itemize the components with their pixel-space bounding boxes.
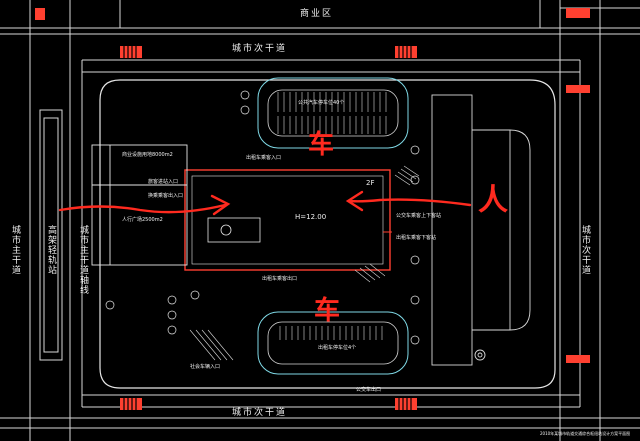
south-road-label: 城市次干道 xyxy=(232,408,288,418)
taxi-lot-label: 出租车停车位4个 xyxy=(318,345,357,351)
plaza-label: 人行广场2500m2 xyxy=(122,217,163,223)
bus-lot-label: 公共汽车停车位40个 xyxy=(298,100,345,106)
east-road-label: 城市次干道 xyxy=(580,225,590,275)
parking-stripes xyxy=(189,165,420,361)
bottom-label-2: 社会车辆入口 xyxy=(190,364,221,370)
site-boundary xyxy=(99,79,556,389)
annotation-car-bottom: 车 xyxy=(314,296,341,326)
annotation-person: 人 xyxy=(478,183,508,218)
side-label-2: 出租车乘客下客站 xyxy=(396,235,437,241)
building-height-label: H=12.00 xyxy=(295,213,327,221)
west-main-road-label: 城市主干道 xyxy=(10,225,20,275)
commercial-block xyxy=(91,144,188,266)
trees xyxy=(105,90,420,345)
taxi-in-label: 出租车乘客入口 xyxy=(246,155,282,161)
annotation-car-top: 车 xyxy=(308,130,335,160)
north-bus-lot xyxy=(257,77,409,149)
side-label-1: 公交车乘客上下客站 xyxy=(396,213,442,219)
bottom-label: 公交车出口 xyxy=(356,387,382,393)
east-terminal xyxy=(431,94,531,366)
rail-station xyxy=(39,109,63,361)
commercial-label: 商业设施用地8000m2 xyxy=(122,152,173,158)
entry-label-2: 换乘乘客出入口 xyxy=(148,193,184,199)
annotation-arrows xyxy=(58,190,472,216)
entry-label-1: 旅客进站入口 xyxy=(148,179,179,185)
south-taxi-lot xyxy=(257,311,409,375)
north-road-label: 城市次干道 xyxy=(232,44,288,54)
main-building xyxy=(184,169,392,271)
scale-note: 2010年某城市轨道交通综合枢纽站设计方案平面图 xyxy=(540,431,631,436)
building-floor-label: 2F xyxy=(366,179,375,187)
district-label: 商业区 xyxy=(300,9,334,19)
west-inner-road-label: 城市主干道轴线 xyxy=(78,225,88,295)
rail-station-label: 高架轻轨站 xyxy=(46,225,56,275)
taxi-out-label: 出租车乘客出口 xyxy=(262,276,298,282)
